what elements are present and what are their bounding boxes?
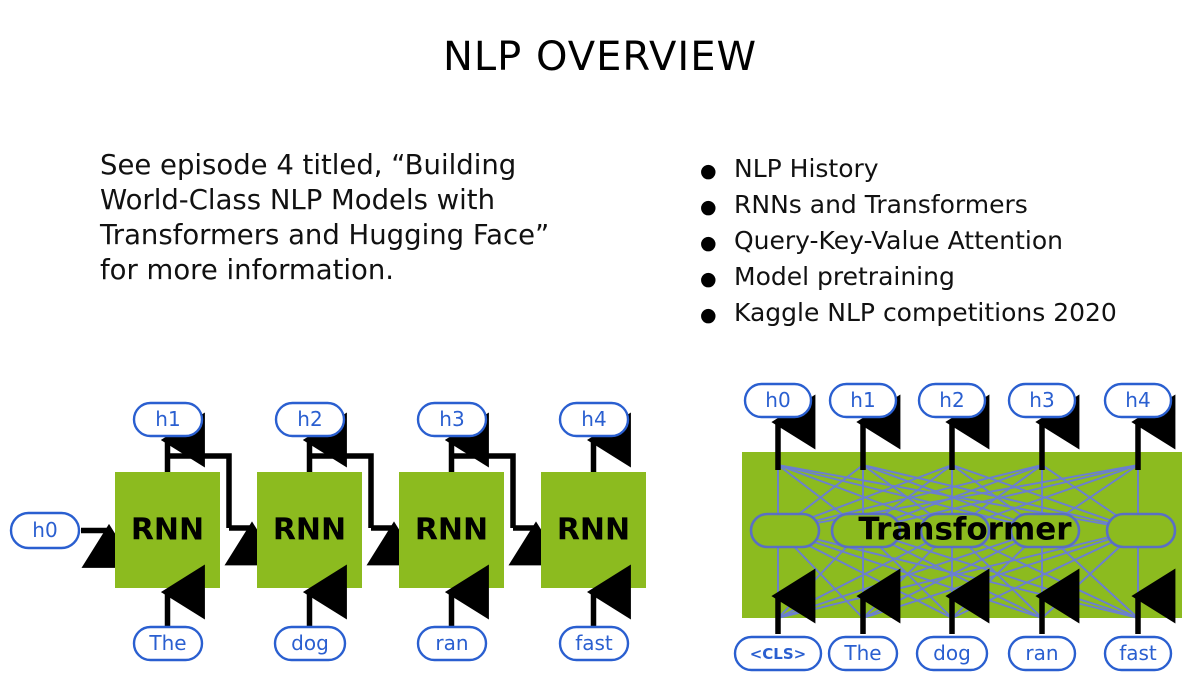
- bullet-label: NLP History: [734, 154, 879, 183]
- bullet-label: Query-Key-Value Attention: [734, 226, 1063, 255]
- pill-shape: [274, 401, 346, 438]
- pill-shape: [132, 401, 204, 438]
- rnn-input-token-label: fast: [575, 631, 613, 655]
- pill-shape: [827, 635, 899, 672]
- rnn-output-state-label: h3: [439, 407, 464, 431]
- transformer-input-pill: The: [827, 635, 899, 672]
- list-item: ● NLP History: [700, 152, 1180, 188]
- token-slot-pill: [1009, 512, 1081, 549]
- pill-shape: [1007, 382, 1077, 419]
- transformer-input-label: ran: [1025, 641, 1058, 665]
- rnn-output-state-label: h1: [155, 407, 180, 431]
- rnn-recurrent-path: [451, 453, 516, 528]
- pill-shape: [273, 625, 347, 662]
- transformer-output-label: h0: [765, 388, 790, 412]
- rnn-initial-state-label: h0: [32, 518, 57, 542]
- episode-reference-paragraph: See episode 4 titled, “Building World-Cl…: [100, 149, 550, 286]
- rnn-input-token-pill: dog: [273, 625, 347, 662]
- list-item: ● RNNs and Transformers: [700, 188, 1180, 224]
- bullet-label: Kaggle NLP competitions 2020: [734, 298, 1117, 327]
- pill-shape: [1103, 635, 1173, 672]
- rnn-input-token-label: ran: [435, 631, 468, 655]
- transformer-output-pill: h3: [1007, 382, 1077, 419]
- rnn-cell-label: RNN: [415, 513, 488, 548]
- transformer-input-label: The: [843, 641, 881, 665]
- token-slot-pill: [749, 512, 821, 549]
- list-item: ● Query-Key-Value Attention: [700, 224, 1180, 260]
- token-slot-pill: [919, 512, 991, 549]
- pill-shape: [915, 635, 989, 672]
- pill-shape: [1007, 635, 1077, 672]
- rnn-cell-label: RNN: [273, 513, 346, 548]
- transformer-output-pill: h2: [917, 382, 987, 419]
- transformer-input-label: <CLS>: [750, 645, 807, 663]
- rnn-recurrent-path: [309, 453, 374, 528]
- transformer-output-label: h4: [1125, 388, 1150, 412]
- pill-shape: [416, 625, 488, 662]
- pill-shape: [558, 401, 630, 438]
- bullet-marker-icon: ●: [700, 196, 717, 218]
- page-title: NLP OVERVIEW: [442, 34, 758, 80]
- bullet-marker-icon: ●: [700, 304, 717, 326]
- transformer-token-slots: [749, 512, 1177, 549]
- pill-shape: [1103, 382, 1173, 419]
- bullet-label: Model pretraining: [734, 262, 955, 291]
- token-slot-pill: [830, 512, 902, 549]
- rnn-input-token-pill: fast: [558, 625, 630, 662]
- pill-shape: [132, 625, 204, 662]
- pill-shape: [828, 382, 898, 419]
- transformer-label: Transformer: [858, 512, 1072, 548]
- rnn-output-state-pill: h3: [416, 401, 488, 438]
- bullet-marker-icon: ●: [700, 232, 717, 254]
- rnn-input-token-pill: The: [132, 625, 204, 662]
- transformer-input-pill: fast: [1103, 635, 1173, 672]
- transformer-output-label: h1: [850, 388, 875, 412]
- rnn-cell-label: RNN: [557, 513, 630, 548]
- transformer-input-pill: <CLS>: [733, 635, 823, 672]
- rnn-unrolled-diagram: h0 RNN The h1 RNN: [0, 380, 660, 670]
- transformer-input-arrows: [771, 568, 1176, 634]
- rnn-initial-state-pill: h0: [9, 511, 81, 550]
- rnn-output-state-label: h4: [581, 407, 606, 431]
- rnn-output-state-pill: h1: [132, 401, 204, 438]
- transformer-output-pill: h1: [828, 382, 898, 419]
- list-item: ● Kaggle NLP competitions 2020: [700, 296, 1180, 332]
- pill-shape: [558, 625, 630, 662]
- rnn-input-token-label: The: [148, 631, 186, 655]
- transformer-output-label: h3: [1029, 388, 1054, 412]
- transformer-input-pill: dog: [915, 635, 989, 672]
- rnn-output-state-pill: h4: [558, 401, 630, 438]
- transformer-output-label: h2: [939, 388, 964, 412]
- transformer-input-label: dog: [933, 641, 971, 665]
- rnn-input-token-label: dog: [291, 631, 329, 655]
- pill-shape: [743, 382, 813, 419]
- transformer-output-pill: h4: [1103, 382, 1173, 419]
- rnn-recurrent-path: [167, 453, 232, 528]
- transformer-input-label: fast: [1119, 641, 1157, 665]
- bullet-marker-icon: ●: [700, 160, 717, 182]
- pill-shape: [9, 511, 81, 550]
- transformer-output-pill: h0: [743, 382, 813, 419]
- pill-shape: [917, 382, 987, 419]
- rnn-cell-label: RNN: [131, 513, 204, 548]
- topics-bullet-list: ● NLP History ● RNNs and Transformers ● …: [700, 152, 1180, 332]
- pill-shape: [733, 635, 823, 672]
- list-item: ● Model pretraining: [700, 260, 1180, 296]
- transformer-output-arrows: [771, 394, 1176, 470]
- bullet-marker-icon: ●: [700, 268, 717, 290]
- transformer-input-pill: ran: [1007, 635, 1077, 672]
- transformer-attention-diagram: Transformer h0 h1 h2: [720, 380, 1200, 675]
- rnn-input-token-pill: ran: [416, 625, 488, 662]
- rnn-output-state-label: h2: [297, 407, 322, 431]
- token-slot-pill: [1105, 512, 1177, 549]
- rnn-output-state-pill: h2: [274, 401, 346, 438]
- bullet-label: RNNs and Transformers: [734, 190, 1028, 219]
- pill-shape: [416, 401, 488, 438]
